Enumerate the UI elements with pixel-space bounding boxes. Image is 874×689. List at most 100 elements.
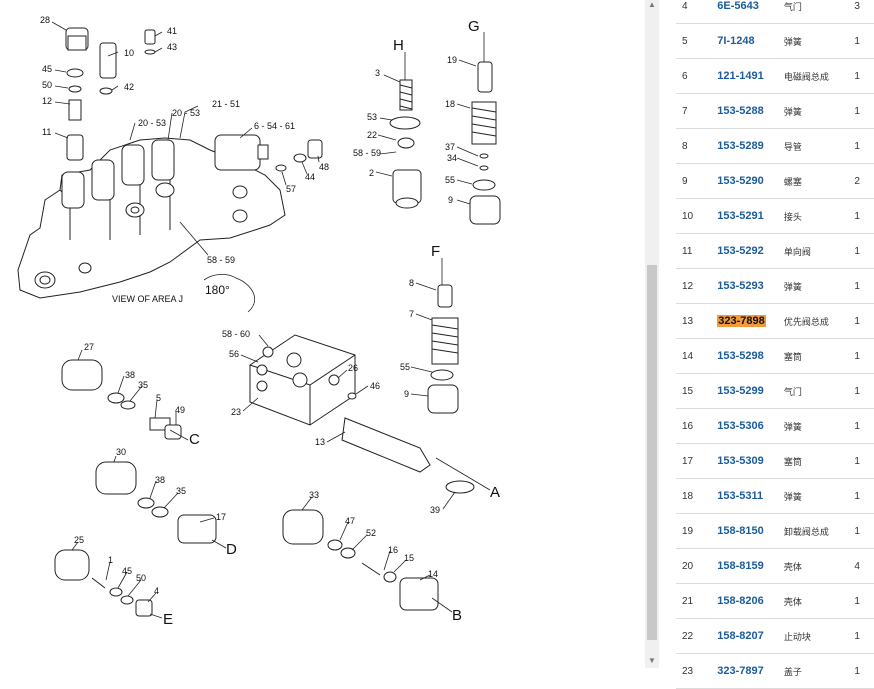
- part-number-link[interactable]: 158-8207: [717, 630, 764, 642]
- part-number-link[interactable]: 153-5292: [717, 245, 764, 257]
- scroll-down-arrow-icon[interactable]: ▼: [648, 656, 656, 665]
- part-number-link[interactable]: 153-5298: [717, 350, 764, 362]
- part-name: 壳体: [783, 596, 802, 607]
- callout-30: 30: [116, 447, 126, 457]
- part-number-link[interactable]: 153-5306: [717, 420, 764, 432]
- callout-13: 13: [315, 437, 325, 447]
- part-name: 导管: [783, 141, 802, 152]
- part-name: 优先阀总成: [783, 316, 829, 327]
- part-quantity: 1: [854, 455, 860, 467]
- row-number: 16: [682, 420, 694, 432]
- callout-58-59: 58 - 59: [207, 255, 235, 265]
- callout-5: 5: [156, 393, 161, 403]
- part-number-link[interactable]: 153-5289: [717, 140, 764, 152]
- callout-8: 8: [409, 278, 414, 288]
- part-number-link[interactable]: 153-5293: [717, 280, 764, 292]
- part-number-link[interactable]: 153-5290: [717, 175, 764, 187]
- callout-10: 10: [124, 48, 134, 58]
- callout-6-54-61: 6 - 54 - 61: [254, 121, 295, 131]
- part-number-link[interactable]: 153-5299: [717, 385, 764, 397]
- callout-12: 12: [42, 96, 52, 106]
- part-name: 止动块: [783, 631, 811, 642]
- callout-39: 39: [430, 505, 440, 515]
- row-number: 21: [682, 595, 694, 607]
- row-number: 20: [682, 560, 694, 572]
- part-number-link[interactable]: 121-1491: [717, 70, 764, 82]
- callout-15: 15: [404, 553, 414, 563]
- part-number-link[interactable]: 323-7898: [717, 315, 766, 327]
- callout-47: 47: [345, 516, 355, 526]
- part-quantity: 1: [854, 210, 860, 222]
- callout-27: 27: [84, 342, 94, 352]
- part-number-link[interactable]: 158-8159: [717, 560, 764, 572]
- part-name: 弹簧: [783, 281, 802, 292]
- callout-25: 25: [74, 535, 84, 545]
- part-quantity: 1: [854, 105, 860, 117]
- part-number-link[interactable]: 153-5309: [717, 455, 764, 467]
- callout-42: 42: [124, 82, 134, 92]
- row-number: 10: [682, 210, 694, 222]
- row-number: 18: [682, 490, 694, 502]
- valve-housing: [17, 137, 286, 299]
- callout-58-59: 58 - 59: [353, 148, 381, 158]
- row-number: 6: [682, 70, 688, 82]
- row-number: 11: [682, 245, 693, 257]
- callout-14: 14: [428, 569, 438, 579]
- callout-33: 33: [309, 490, 319, 500]
- part-number-link[interactable]: 153-5311: [717, 490, 764, 502]
- part-number-link[interactable]: 7I-1248: [717, 35, 755, 47]
- group-letter-h: H: [393, 37, 404, 54]
- callout-56: 56: [229, 349, 239, 359]
- scroll-up-arrow-icon[interactable]: ▲: [648, 0, 656, 9]
- part-number-link[interactable]: 158-8150: [717, 525, 764, 537]
- callout-57: 57: [286, 184, 296, 194]
- group-letter-f: F: [431, 243, 440, 260]
- callout-35: 35: [176, 486, 186, 496]
- scrollbar[interactable]: ▲ ▼: [645, 0, 659, 668]
- callout-3: 3: [375, 68, 380, 78]
- part-quantity: 1: [854, 525, 860, 537]
- callout-35: 35: [138, 380, 148, 390]
- scrollbar-thumb[interactable]: [647, 265, 657, 640]
- callout-2: 2: [369, 168, 374, 178]
- rotation-label: 180°: [205, 283, 230, 297]
- part-number-link[interactable]: 158-8206: [717, 595, 764, 607]
- callout-46: 46: [370, 381, 380, 391]
- part-quantity: 1: [854, 420, 860, 432]
- callout-17: 17: [216, 512, 226, 522]
- part-quantity: 1: [854, 595, 860, 607]
- row-number: 12: [682, 280, 694, 292]
- group-letter-b: B: [452, 607, 462, 624]
- part-name: 弹簧: [783, 491, 802, 502]
- part-number-link[interactable]: 153-5291: [717, 210, 764, 222]
- part-number-link[interactable]: 323-7897: [717, 665, 764, 677]
- part-quantity: 1: [854, 630, 860, 642]
- row-number: 15: [682, 385, 694, 397]
- part-number-link[interactable]: 6E-5643: [717, 0, 759, 12]
- callout-23: 23: [231, 407, 241, 417]
- callout-34: 34: [447, 153, 457, 163]
- callout-43: 43: [167, 42, 177, 52]
- part-number-link[interactable]: 153-5288: [717, 105, 764, 117]
- row-number: 5: [682, 35, 688, 47]
- part-quantity: 1: [854, 315, 860, 327]
- part-quantity: 1: [854, 665, 860, 677]
- part-quantity: 1: [854, 245, 860, 257]
- callout-16: 16: [388, 545, 398, 555]
